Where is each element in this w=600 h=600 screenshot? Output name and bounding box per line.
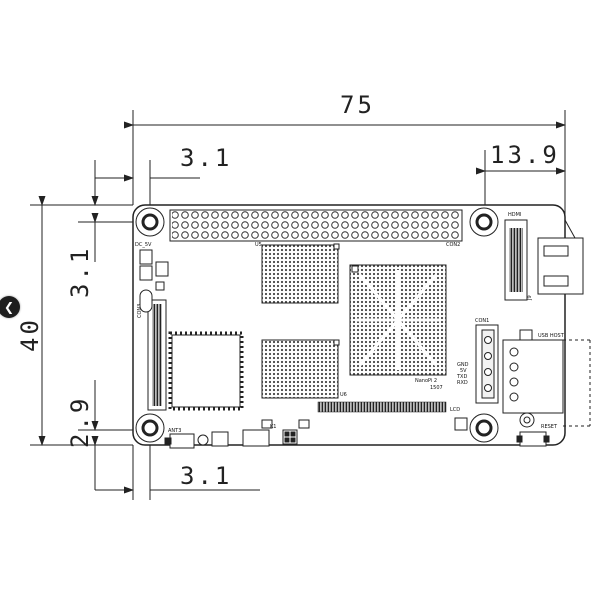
label-ant3: ANT3 [168, 428, 181, 434]
dim-overall-width: 75 [340, 91, 375, 119]
lcd-connector [317, 401, 447, 413]
label-con3: CON3 [137, 304, 143, 318]
mounting-holes [135, 207, 499, 443]
label-u6: U6 [340, 392, 347, 398]
dim-left-upper-offset: 3.1 [66, 246, 94, 298]
soc-chip [349, 264, 447, 376]
bottom-components [164, 417, 468, 449]
dimension-lines [30, 110, 566, 500]
hdmi-connector [504, 205, 584, 301]
dim-top-right-offset: 13.9 [490, 141, 560, 169]
dim-height: 40 [16, 317, 44, 352]
label-board-name: NanoPi 2 [415, 378, 437, 384]
usb-host-connector [502, 329, 591, 428]
label-uart-txd: TXD [456, 374, 467, 380]
gpio-header [169, 209, 463, 242]
label-board-date: 1507 [430, 385, 443, 391]
label-usb-host: USB HOST [538, 333, 565, 339]
reset-button-part [516, 431, 550, 447]
label-u5: U5 [255, 242, 262, 248]
label-uart-rxd: RXD [457, 380, 468, 386]
label-dc-5v: DC_5V [135, 242, 152, 248]
label-k1: K1 [270, 424, 276, 430]
wifi-module [168, 331, 244, 411]
dim-top-left-offset: 3.1 [180, 144, 232, 172]
dim-left-lower-offset: 2.9 [66, 396, 94, 448]
con3-connector [147, 299, 167, 411]
label-lcd: LCD [450, 407, 460, 413]
memory-chip-u5 [261, 243, 340, 304]
memory-chip-u6 [261, 339, 340, 399]
label-con1: CON1 [475, 318, 489, 324]
label-j9: J9 [527, 295, 533, 301]
dim-bottom-offset: 3.1 [180, 462, 232, 490]
label-uart-5v: 5V [460, 368, 467, 374]
con1-uart-header [475, 324, 499, 404]
chevron-left-icon[interactable]: ❮ [0, 296, 20, 318]
dc-power-area [139, 249, 169, 313]
label-hdmi: HDMI [508, 212, 521, 218]
label-reset: RESET [541, 424, 558, 430]
label-uart-gnd: GND [457, 362, 469, 368]
label-con2: CON2 [446, 242, 460, 248]
pcb-outline [132, 204, 566, 446]
